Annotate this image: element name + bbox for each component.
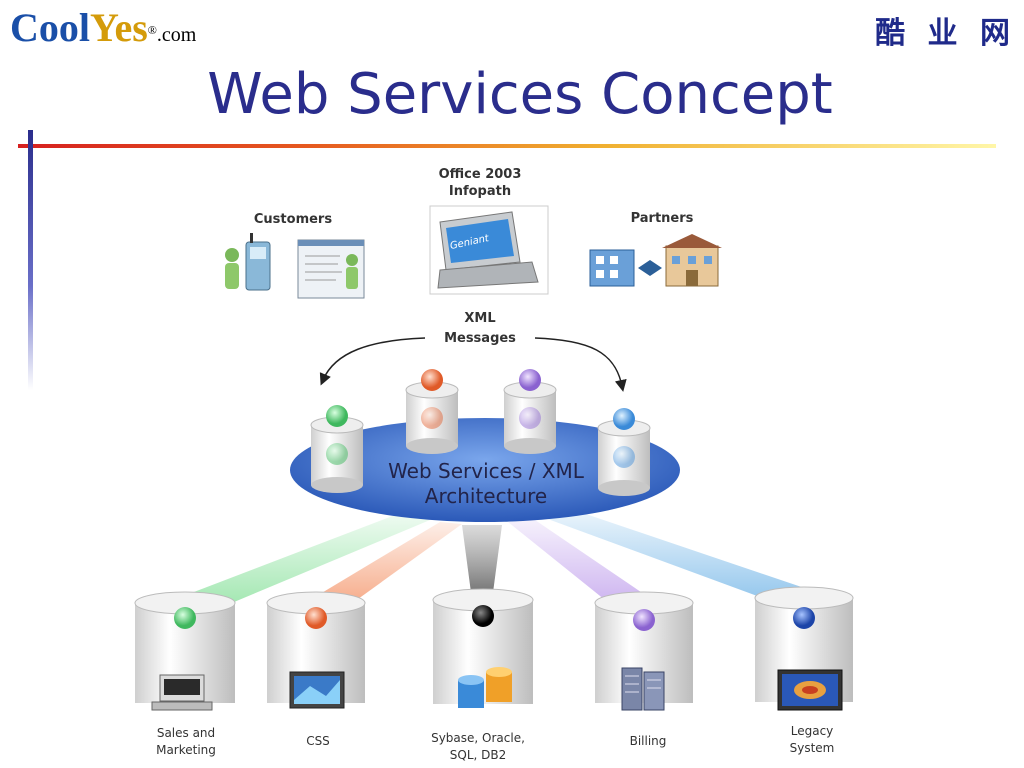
infopath-node: Office 2003 Infopath Geniant bbox=[429, 167, 549, 295]
workstation-icon bbox=[151, 674, 213, 711]
logo-domain: .com bbox=[156, 24, 197, 46]
css-label: CSS bbox=[306, 734, 330, 748]
sales-label-line2: Marketing bbox=[156, 743, 216, 757]
title-divider bbox=[18, 144, 996, 148]
server-rack-icon bbox=[621, 667, 665, 711]
databases-label-line2: SQL, DB2 bbox=[450, 748, 506, 762]
billing-label: Billing bbox=[630, 734, 667, 748]
xml-label: XML bbox=[464, 311, 495, 326]
arrow-left bbox=[319, 337, 426, 386]
hub-cylinder-blue bbox=[597, 408, 651, 496]
status-dot-purple bbox=[633, 609, 655, 631]
messages-label: Messages bbox=[444, 331, 516, 346]
system-sales-marketing: Sales and Marketing bbox=[134, 591, 236, 757]
status-dot-black bbox=[472, 605, 494, 627]
building-icon bbox=[589, 234, 722, 287]
arrow-right bbox=[534, 337, 627, 392]
status-dot-orange bbox=[305, 607, 327, 629]
architecture-hub bbox=[290, 418, 680, 522]
customers-label: Customers bbox=[254, 212, 332, 227]
infopath-label-line2: Infopath bbox=[449, 184, 511, 199]
legacy-label-line1: Legacy bbox=[791, 724, 834, 738]
logo-cool: Cool bbox=[10, 5, 90, 50]
beam-css bbox=[300, 522, 462, 612]
hub-cylinders bbox=[310, 369, 651, 496]
partners-node: Partners bbox=[589, 211, 722, 287]
logo-registered: ® bbox=[147, 23, 157, 37]
computer-monitor-icon: Geniant bbox=[437, 211, 539, 289]
hub-ellipse bbox=[290, 418, 680, 522]
terminal-screen-icon bbox=[777, 669, 843, 711]
infopath-label-line1: Office 2003 bbox=[439, 167, 522, 182]
customers-node: Customers bbox=[225, 212, 365, 299]
coolyes-logo[interactable]: CoolYes®.com bbox=[10, 6, 196, 57]
beam-database bbox=[462, 525, 502, 600]
system-legacy: Legacy System bbox=[754, 586, 854, 755]
databases-label-line1: Sybase, Oracle, bbox=[431, 731, 525, 745]
status-dot-blue bbox=[793, 607, 815, 629]
hub-cylinder-purple bbox=[503, 369, 557, 454]
customer-person-icon bbox=[225, 248, 239, 289]
logo-yes: Yes bbox=[90, 5, 148, 50]
bottom-systems: Sales and Marketing CSS bbox=[134, 586, 854, 762]
database-stack-icon bbox=[458, 667, 512, 708]
system-css: CSS bbox=[266, 591, 366, 748]
partners-label: Partners bbox=[631, 211, 694, 226]
phone-icon bbox=[245, 233, 271, 291]
hub-label-line2: Architecture bbox=[425, 484, 547, 508]
beam-billing bbox=[508, 520, 660, 612]
chinese-logo: 酷 业 网 bbox=[875, 16, 1016, 51]
legacy-label-line2: System bbox=[790, 741, 835, 755]
hub-cylinder-green bbox=[310, 405, 364, 493]
beam-legacy bbox=[545, 512, 840, 608]
display-panel-icon bbox=[289, 671, 345, 709]
left-accent-bar bbox=[28, 130, 33, 390]
hub-cylinder-orange bbox=[405, 369, 459, 454]
browser-window-icon bbox=[297, 239, 365, 299]
beam-sales bbox=[160, 515, 430, 610]
xml-messages: XML Messages bbox=[319, 311, 627, 392]
page-title: Web Services Concept bbox=[207, 62, 833, 127]
status-dot-green bbox=[174, 607, 196, 629]
hub-label-line1: Web Services / XML bbox=[388, 459, 585, 483]
system-databases: Sybase, Oracle, SQL, DB2 bbox=[431, 588, 534, 762]
system-billing: Billing bbox=[594, 591, 694, 748]
connection-beams bbox=[160, 512, 840, 612]
sales-label-line1: Sales and bbox=[157, 726, 215, 740]
